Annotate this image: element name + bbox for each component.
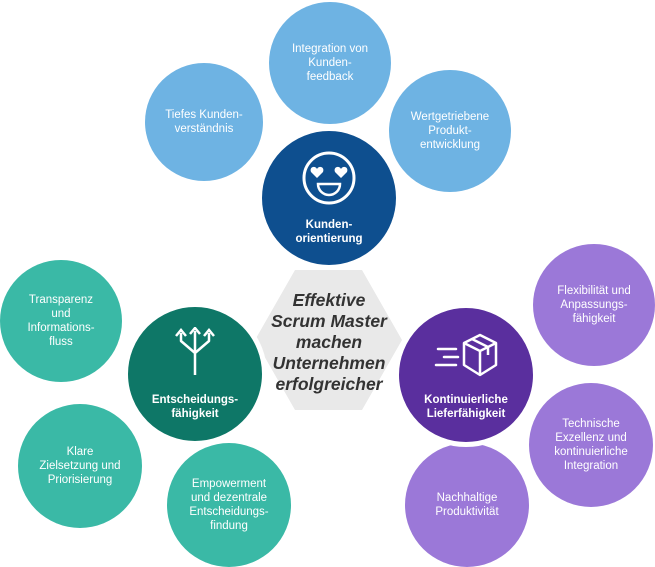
satellite-integration-kundenfeedback: Integration von Kunden- feedback bbox=[269, 2, 391, 124]
satellite-wertgetriebene-produktentwicklung: Wertgetriebene Produkt- entwicklung bbox=[389, 70, 511, 192]
main-kontinuierliche-lieferfaehigkeit: Kontinuierliche Lieferfähigkeit bbox=[394, 303, 538, 447]
main-entscheidungsfaehigkeit: Entscheidungs- fähigkeit bbox=[123, 302, 267, 446]
satellite-label: Transparenz und Informations- fluss bbox=[27, 294, 95, 348]
satellite-label: Flexibilität und Anpassungs- fähigkeit bbox=[557, 285, 631, 325]
satellite-label: Integration von Kunden- feedback bbox=[291, 43, 369, 83]
satellite-empowerment: Empowerment und dezentrale Entscheidungs… bbox=[167, 443, 291, 567]
satellite-label: Empowerment und dezentrale Entscheidungs… bbox=[189, 478, 269, 532]
satellite-flexibilitaet: Flexibilität und Anpassungs- fähigkeit bbox=[533, 244, 655, 366]
main-label: Kontinuierliche Lieferfähigkeit bbox=[424, 394, 508, 420]
satellite-label: Wertgetriebene Produkt- entwicklung bbox=[410, 111, 490, 151]
satellite-transparenz-informationsfluss: Transparenz und Informations- fluss bbox=[0, 260, 122, 382]
satellite-klare-zielsetzung: Klare Zielsetzung und Priorisierung bbox=[18, 404, 142, 528]
satellite-label: Klare Zielsetzung und Priorisierung bbox=[39, 446, 121, 486]
split-arrows-icon bbox=[175, 327, 215, 375]
main-label: Kunden- orientierung bbox=[295, 219, 363, 245]
satellite-nachhaltige-produktivitaet: Nachhaltige Produktivität bbox=[405, 443, 529, 567]
satellite-technische-exzellenz: Technische Exzellenz und kontinuierliche… bbox=[529, 383, 653, 507]
satellite-label: Nachhaltige Produktivität bbox=[435, 492, 499, 518]
satellite-tiefes-kundenverstaendnis: Tiefes Kunden- verständnis bbox=[145, 63, 263, 181]
center-title: Effektive Scrum Master machen Unternehme… bbox=[271, 290, 387, 394]
satellite-label: Technische Exzellenz und kontinuierliche… bbox=[554, 418, 628, 472]
smiley-heart-eyes-icon bbox=[302, 151, 356, 205]
main-label: Entscheidungs- fähigkeit bbox=[151, 394, 239, 420]
main-kundenorientierung: Kunden- orientierung bbox=[257, 126, 401, 270]
satellite-label: Tiefes Kunden- verständnis bbox=[165, 109, 243, 135]
delivery-box-icon bbox=[434, 333, 498, 377]
